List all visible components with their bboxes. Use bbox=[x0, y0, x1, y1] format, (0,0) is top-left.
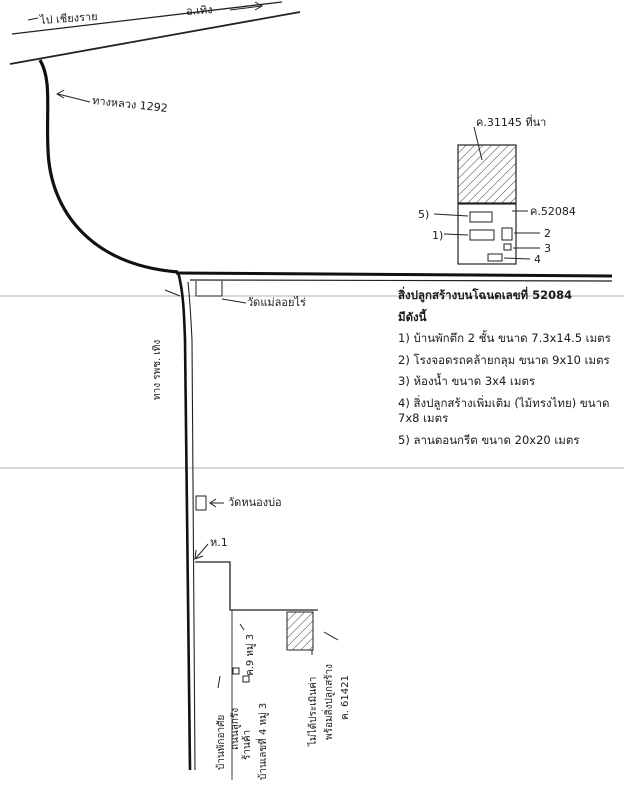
leader-5 bbox=[433, 213, 469, 217]
lower-plot-outline bbox=[195, 561, 318, 611]
leader-1 bbox=[443, 233, 469, 236]
label-lower-side: ค.9 หมู่ 3 bbox=[245, 633, 256, 676]
deed-31145-leader bbox=[473, 126, 483, 161]
temple-main-road-bracket bbox=[195, 281, 223, 297]
temple-main-road-leader bbox=[221, 298, 247, 304]
notes-item-5: 5) ลานตอนกรีต ขนาด 20x20 เมตร bbox=[398, 432, 580, 447]
structures-notes: สิ่งปลูกสร้างบนโฉนดเลขที่ 52084 มีดังนี้… bbox=[398, 288, 618, 454]
label-side-road: ทาง รพช. เทิง bbox=[152, 339, 163, 400]
label-temple-main-road: วัดแม่ลอยไร่ bbox=[247, 296, 306, 309]
notes-heading-2: มีดังนี้ bbox=[398, 309, 427, 324]
label-building-1: 1) bbox=[432, 229, 444, 242]
building-1-rect bbox=[469, 229, 495, 241]
main-road-lower bbox=[189, 279, 613, 282]
top-left-arrow bbox=[27, 17, 39, 21]
point-p1-arrowhead bbox=[194, 549, 204, 560]
label-deed-61421: ค. 61421 bbox=[340, 675, 351, 720]
label-point-p1: ห.1 bbox=[210, 536, 228, 549]
lower-marker-1 bbox=[232, 667, 240, 675]
lower-deed-arrow bbox=[323, 631, 339, 641]
top-road-arrow bbox=[229, 5, 263, 11]
building-5-rect bbox=[469, 211, 493, 223]
label-deed-52084: ค.52084 bbox=[530, 205, 576, 218]
notes-item-3: 3) ห้องน้ำ ขนาด 3x4 เมตร bbox=[398, 374, 536, 389]
label-lower-note-1: พร้อมสิ่งปลูกสร้าง bbox=[324, 663, 335, 740]
highway-1292-curve bbox=[38, 59, 179, 274]
label-building-5: 5) bbox=[418, 208, 430, 221]
notes-item-2: 2) โรงจอดรถคล้ายกลุม ขนาด 9x10 เมตร bbox=[398, 352, 610, 367]
top-road-upper bbox=[11, 1, 283, 35]
side-road-leader bbox=[164, 289, 181, 297]
notes-heading-1: สิ่งปลูกสร้างบนโฉนดเลขที่ 52084 bbox=[398, 288, 573, 302]
temple-lower-marker bbox=[195, 495, 207, 511]
notes-item-4: 4) สิ่งปลูกสร้างเพิ่มเติม (ไม้ทรงไทย) ขน… bbox=[398, 395, 610, 426]
side-road-right-line bbox=[187, 281, 196, 771]
label-temple-lower: วัดหนองบ่อ bbox=[228, 496, 282, 509]
label-lower-note-2: ไม่ได้ประเมินค่า bbox=[308, 676, 319, 746]
point-p1-arrow bbox=[195, 543, 209, 559]
building-4-rect bbox=[487, 253, 503, 262]
lower-marker-arrow bbox=[217, 675, 221, 689]
leader-4 bbox=[503, 257, 531, 260]
label-building-3: 3 bbox=[544, 242, 551, 255]
notes-item-1: 1) บ้านพักตึก 2 ชั้น ขนาด 7.3x14.5 เมตร bbox=[398, 331, 611, 346]
label-building-2: 2 bbox=[544, 227, 551, 240]
label-to-thoeng: อ.เทิง bbox=[185, 3, 213, 18]
lower-hatched-building bbox=[286, 611, 314, 651]
main-road-upper bbox=[175, 271, 613, 278]
lower-side-arrow bbox=[239, 623, 245, 631]
temple-lower-arrowhead bbox=[209, 498, 217, 508]
label-lower-mark-4: บ้านเลขที่ 4 หมู่ 3 bbox=[258, 702, 269, 780]
label-lower-mark-3: ร้านค้า bbox=[242, 729, 253, 760]
label-lower-mark-1: บ้านพักอาศัย bbox=[216, 714, 227, 770]
deed-52084-plot bbox=[457, 203, 517, 265]
highway-leader bbox=[57, 93, 91, 103]
top-road-arrowhead bbox=[254, 1, 264, 11]
side-road-left-line bbox=[176, 271, 192, 771]
label-building-4: 4 bbox=[534, 253, 541, 266]
building-3-rect bbox=[503, 243, 512, 251]
label-deed-31145: ค.31145 ที่นา bbox=[476, 116, 547, 129]
lower-marker-2 bbox=[242, 675, 250, 683]
building-2-rect bbox=[501, 227, 513, 241]
deed-31145-field bbox=[457, 144, 517, 204]
highway-leader-arrowhead bbox=[55, 89, 65, 99]
top-road-lower bbox=[9, 11, 301, 65]
